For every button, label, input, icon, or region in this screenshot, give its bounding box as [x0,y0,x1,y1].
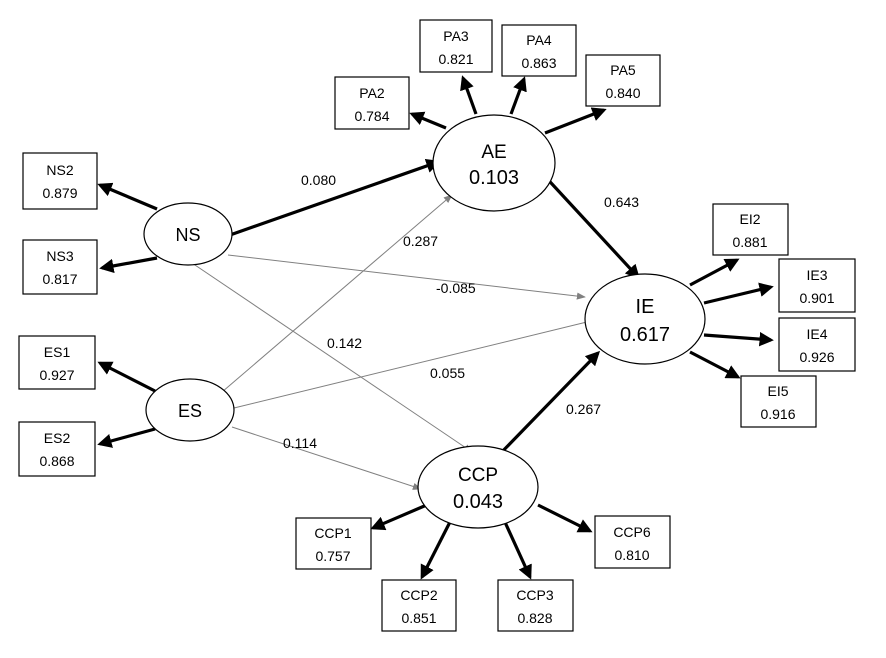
indicator-pa5: PA5 0.840 [585,54,661,107]
indicator-ei5-loading: 0.916 [760,406,795,422]
indicator-ccp3: CCP3 0.828 [497,579,574,632]
loading-arrow-ccp1 [370,502,430,531]
loading-arrow-ei5 [689,350,741,379]
path-coef-ccp-ie: 0.267 [566,401,601,417]
indicator-pa4-loading: 0.863 [521,55,556,71]
path-arrow-es-ae [221,194,453,393]
indicator-es1: ES1 0.927 [18,335,96,390]
loading-arrow-ccp2 [420,519,453,580]
indicator-ccp2-name: CCP2 [400,587,438,603]
loading-arrow-ccp3 [502,519,532,580]
indicator-pa5-name: PA5 [610,62,636,78]
path-coef-ns-ae: 0.080 [301,172,336,188]
indicator-ccp3-name: CCP3 [516,587,554,603]
indicator-ccp6-loading: 0.810 [614,547,649,563]
indicator-ns3-name: NS3 [46,248,73,264]
latent-es: ES [145,378,235,442]
latent-ie-r2: 0.617 [620,324,670,346]
indicator-pa2-name: PA2 [359,85,385,101]
path-coef-ns-ccp: 0.142 [327,335,362,351]
latent-ns-name: NS [175,225,200,245]
indicator-es2-loading: 0.868 [39,453,74,469]
latent-ae: AE 0.103 [432,114,556,212]
latent-ccp: CCP 0.043 [417,445,539,529]
indicator-ei2: EI2 0.881 [712,203,789,256]
indicator-ei2-name: EI2 [739,211,760,227]
indicator-ie4-loading: 0.926 [799,349,834,365]
indicator-pa5-loading: 0.840 [605,85,640,101]
indicator-ccp1-name: CCP1 [314,525,352,541]
loading-arrow-es1 [97,361,156,393]
path-coef-es-ccp: 0.114 [283,435,317,451]
indicator-pa3: PA3 0.821 [419,19,493,73]
indicator-ccp6-name: CCP6 [613,524,651,540]
loading-arrow-pa4 [509,76,527,115]
indicator-ei5: EI5 0.916 [740,375,817,428]
path-coef-es-ae: 0.287 [403,233,438,249]
latent-ccp-r2: 0.043 [453,491,503,513]
loading-arrow-pa5 [544,107,607,135]
loading-arrow-es2 [97,427,156,448]
indicator-ie3-loading: 0.901 [799,290,834,306]
indicator-ccp2-loading: 0.851 [401,610,436,626]
path-arrow-es-ie [233,318,596,409]
loading-arrow-ie4 [703,331,774,347]
loading-arrow-ccp6 [537,503,593,533]
indicator-ie3: IE3 0.901 [778,258,856,313]
indicator-ns3-loading: 0.817 [42,271,77,287]
indicator-pa3-loading: 0.821 [438,51,473,67]
indicator-ns2-name: NS2 [46,162,73,178]
indicator-pa2-loading: 0.784 [354,108,389,124]
loading-arrow-ns3 [99,256,158,274]
path-arrow-es-ccp [231,426,422,490]
path-coef-ae-ie: 0.643 [604,194,639,210]
path-coef-ns-ie: -0.085 [436,280,476,296]
indicator-ie4-name: IE4 [806,326,827,342]
latent-es-name: ES [178,401,202,421]
indicator-pa2: PA2 0.784 [334,76,410,130]
indicator-pa4: PA4 0.863 [501,24,577,77]
indicator-ns2: NS2 0.879 [22,152,98,210]
indicator-ccp3-loading: 0.828 [517,610,552,626]
indicator-ccp6: CCP6 0.810 [594,515,671,569]
indicator-es1-name: ES1 [44,344,71,360]
latent-ie: IE 0.617 [584,273,706,365]
loading-arrow-ei2 [689,258,740,287]
indicator-pa4-name: PA4 [526,32,552,48]
indicator-ei2-loading: 0.881 [732,234,767,250]
indicator-ccp1-loading: 0.757 [315,548,350,564]
path-coef-es-ie: 0.055 [430,365,465,381]
indicator-ns2-loading: 0.879 [42,185,77,201]
indicator-ns3: NS3 0.817 [22,239,98,295]
indicator-pa3-name: PA3 [443,28,469,44]
latent-ae-r2: 0.103 [469,167,519,189]
latent-ns: NS [143,202,233,266]
indicator-ei5-name: EI5 [767,383,788,399]
indicator-ie3-name: IE3 [806,267,827,283]
path-arrow-ns-ie [227,254,586,300]
loading-arrow-ie3 [703,282,774,305]
path-arrow-ccp-ie [494,350,601,460]
indicator-ccp1: CCP1 0.757 [295,517,372,570]
latent-ccp-name: CCP [458,465,498,486]
indicator-es2: ES2 0.868 [18,421,96,477]
indicator-es1-loading: 0.927 [39,367,74,383]
indicator-ccp2: CCP2 0.851 [381,579,457,632]
path-arrow-ns-ae [229,159,441,237]
path-arrow-ns-ccp [191,262,473,453]
latent-ae-name: AE [481,142,506,163]
loading-arrow-pa3 [460,75,478,115]
loading-arrow-pa2 [409,111,447,130]
loading-arrow-ns2 [97,182,158,211]
indicator-ie4: IE4 0.926 [778,317,856,372]
latent-ie-name: IE [636,296,655,318]
indicator-es2-name: ES2 [44,430,71,446]
